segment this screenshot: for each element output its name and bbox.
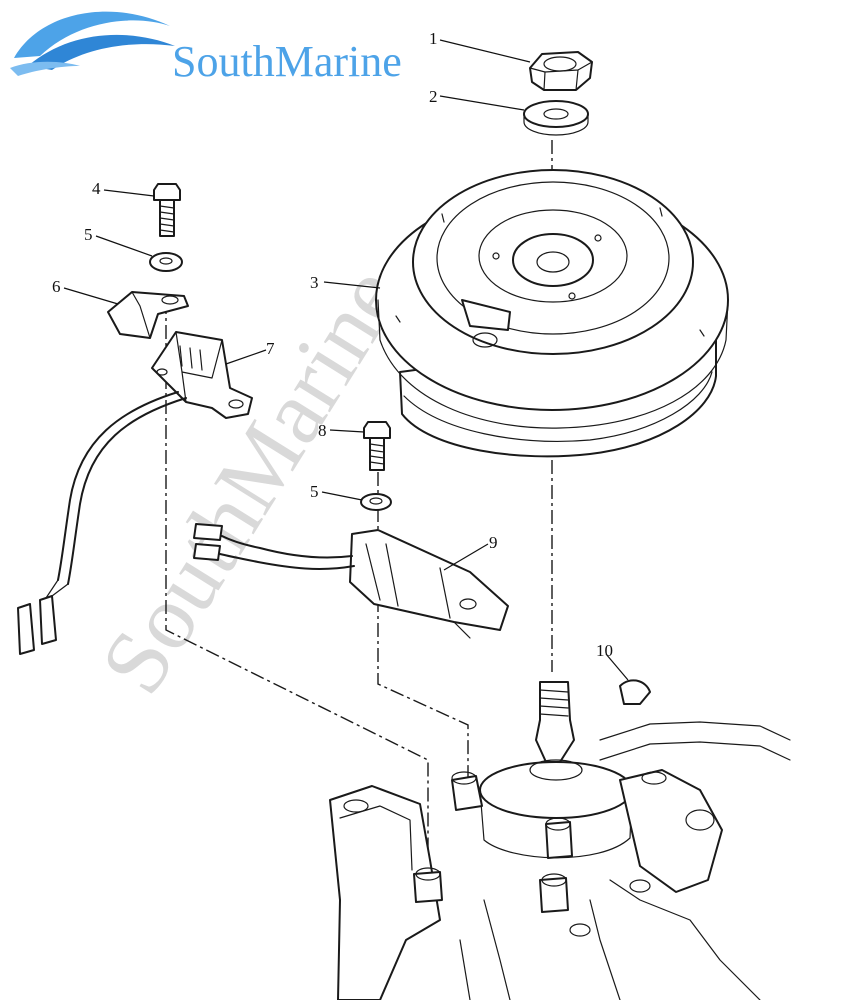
callout-5-upper: 5 bbox=[84, 225, 93, 244]
callout-2: 2 bbox=[429, 87, 438, 106]
wave-swoosh-icon bbox=[10, 11, 175, 76]
woodruff-key bbox=[619, 679, 651, 705]
brand-name: SouthMarine bbox=[172, 37, 402, 86]
callout-5-lower: 5 bbox=[310, 482, 319, 501]
washer-top bbox=[523, 100, 589, 136]
callout-numbers: 1 2 3 4 5 6 7 8 5 9 10 bbox=[52, 29, 613, 660]
callout-4: 4 bbox=[92, 179, 101, 198]
callout-7: 7 bbox=[266, 339, 275, 358]
callout-leaders bbox=[63, 39, 629, 681]
callout-6: 6 bbox=[52, 277, 61, 296]
washer-lower bbox=[360, 493, 392, 511]
crankshaft-and-crankcase bbox=[329, 681, 791, 1000]
clamp bbox=[107, 291, 189, 339]
pulser-coil bbox=[17, 331, 253, 655]
charge-coil bbox=[193, 523, 509, 639]
callout-9: 9 bbox=[489, 533, 498, 552]
bolt-lower bbox=[363, 421, 391, 471]
hex-nut bbox=[529, 51, 593, 91]
callout-8: 8 bbox=[318, 421, 327, 440]
callout-3: 3 bbox=[310, 273, 319, 292]
bolt-upper bbox=[153, 183, 181, 237]
callout-10: 10 bbox=[596, 641, 613, 660]
brand-logo: SouthMarine bbox=[10, 11, 402, 86]
washer-upper bbox=[149, 252, 183, 272]
callout-1: 1 bbox=[429, 29, 438, 48]
flywheel bbox=[375, 169, 729, 458]
